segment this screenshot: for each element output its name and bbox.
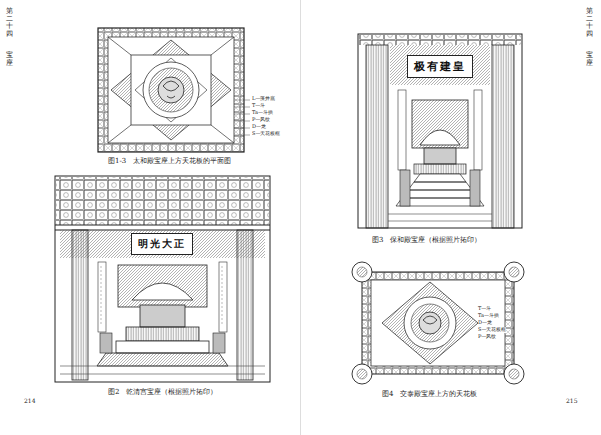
legend-key: P—风纹 (252, 117, 270, 123)
legend-key: Ta—斗拱 (478, 313, 499, 319)
running-head: 宝座 (6, 52, 13, 67)
legend-key: Ta—斗拱 (252, 110, 273, 116)
ceiling-plan (98, 28, 250, 152)
page-number: 215 (566, 398, 577, 405)
figure-caption: 图4 交泰殿宝座上方的天花板 (382, 390, 477, 398)
legend-key: T—斗 (252, 103, 265, 109)
figure-caption: 图3 保和殿宝座（根据照片拓印） (372, 236, 481, 244)
legend-key: D—龙 (252, 124, 266, 130)
qianqing-throne-drawing (55, 176, 270, 382)
plaque: 皇建有极 (407, 55, 473, 78)
page-number: 214 (24, 398, 35, 405)
legend-key: S—天花板框 (478, 327, 506, 333)
plaque: 正大光明 (131, 233, 193, 255)
running-head: 宝座 (586, 52, 593, 67)
jiaotai-ceiling-plan (352, 262, 524, 384)
baohe-throne-drawing (358, 34, 522, 228)
plaque-inscription: 正大光明 (138, 237, 186, 251)
legend-key: P—风纹 (478, 334, 496, 340)
legend-key: S—天花板框 (252, 131, 280, 137)
legend-key: L—藻井底 (252, 96, 275, 102)
legend-key: D—龙 (478, 320, 492, 326)
legend-key: T—斗 (478, 306, 491, 312)
running-head: 第二十四 (6, 8, 13, 39)
running-head: 第二十四 (586, 8, 593, 39)
plaque-inscription: 皇建有极 (414, 59, 466, 74)
figure-caption: 图2 乾清宫宝座（根据照片拓印） (108, 388, 217, 396)
figure-caption: 图1-3 太和殿宝座上方天花板的平面图 (108, 157, 231, 165)
